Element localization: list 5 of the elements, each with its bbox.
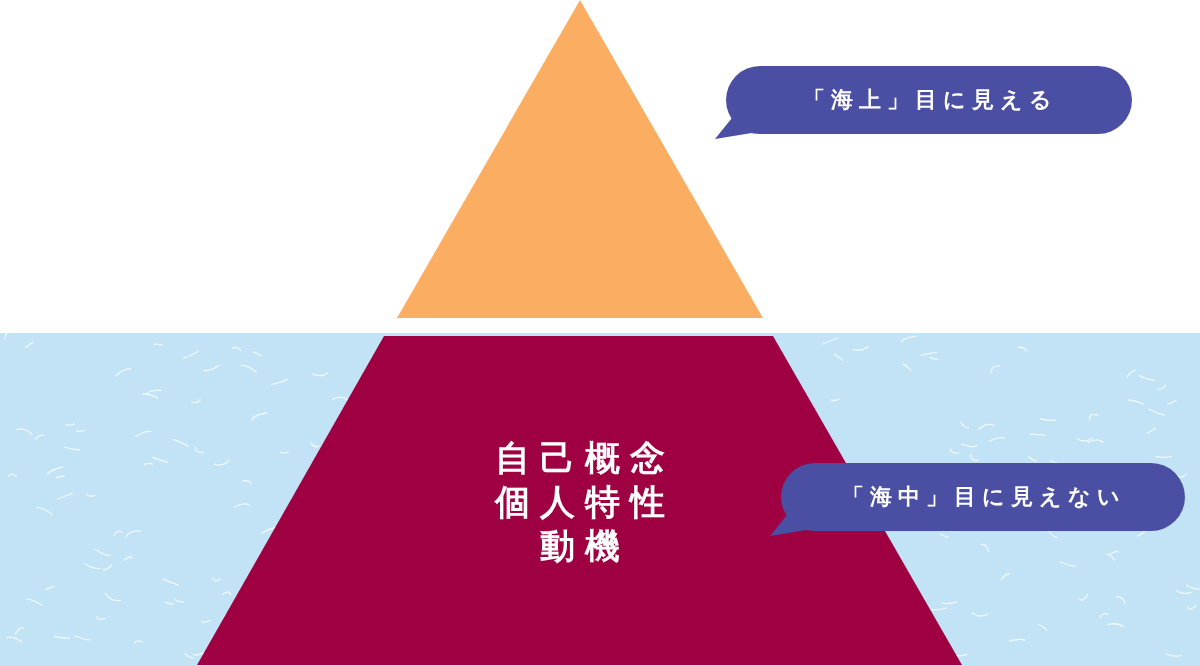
trait-label: 個人特性 (493, 481, 675, 524)
bubble-text: 「海中」目に見えない (842, 483, 1126, 511)
trait-label: 自己概念 (493, 437, 675, 480)
bubble-text: 「海上」目に見える (802, 86, 1058, 114)
trait-label: 動機 (538, 525, 630, 568)
